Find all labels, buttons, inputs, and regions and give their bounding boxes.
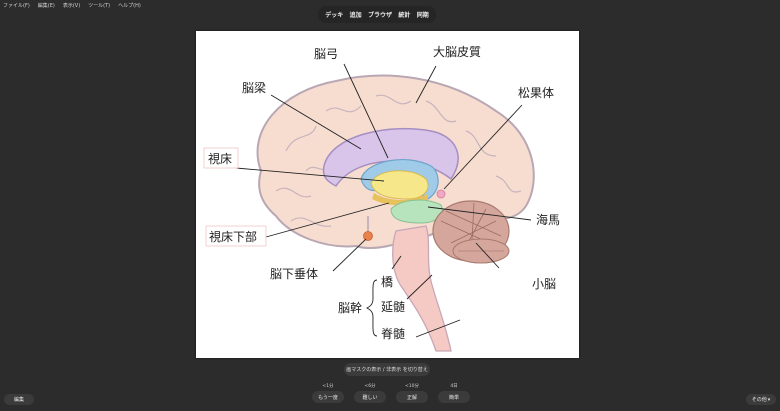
hard-button[interactable]: 難しい (354, 391, 386, 403)
brainstem-brace (365, 279, 378, 337)
hippocampus-shape (390, 199, 443, 224)
answer-buttons: <1分 もう一度 <6分 難しい <10分 正解 4日 簡単 (312, 383, 470, 403)
answer-good-interval: <10分 (405, 384, 419, 389)
answer-easy: 4日 簡単 (438, 383, 470, 403)
nav-add[interactable]: 追加 (349, 12, 362, 19)
menu-edit[interactable]: 編集(E) (37, 2, 55, 9)
menu-tools[interactable]: ツール(T) (88, 2, 111, 9)
label-pituitary: 脳下垂体 (270, 267, 318, 281)
label-medulla: 延髄 (381, 299, 405, 314)
label-thalamus: 視床 (208, 151, 232, 166)
thalamus-shape (370, 170, 429, 200)
brainstem-shape (392, 225, 452, 352)
more-label: その他 (751, 397, 767, 403)
label-cerebral-cortex: 大脳皮質 (433, 44, 481, 59)
label-brainstem: 脳幹 (338, 300, 362, 315)
label-thalamus-box (203, 147, 239, 169)
nav-stats[interactable]: 統計 (398, 12, 411, 19)
label-pineal-body: 松果体 (518, 86, 554, 100)
again-button[interactable]: もう一度 (312, 391, 344, 403)
answer-again: <1分 もう一度 (312, 383, 344, 403)
more-button[interactable]: その他 ▾ (746, 394, 776, 405)
label-hypothalamus: 視床下部 (209, 229, 257, 244)
edit-button[interactable]: 編集 (4, 394, 34, 405)
menu-view[interactable]: 表示(V) (62, 2, 81, 9)
pineal-body-shape (436, 189, 446, 199)
nav-sync[interactable]: 同期 (416, 12, 429, 19)
label-corpus-callosum: 脳梁 (242, 80, 266, 95)
chevron-down-icon: ▾ (767, 396, 771, 403)
answer-good: <10分 正解 (396, 383, 428, 403)
toggle-mask-button[interactable]: 画マスクの表示 / 非表示 を切り替え (344, 363, 430, 376)
nav-decks[interactable]: デッキ (325, 12, 344, 19)
menu-help[interactable]: ヘルプ(H) (118, 2, 141, 9)
label-hippocampus: 海馬 (536, 212, 560, 227)
corpus-callosum-shape (322, 127, 459, 187)
easy-button[interactable]: 簡単 (438, 391, 470, 403)
answer-hard: <6分 難しい (354, 383, 386, 403)
label-cerebellum: 小脳 (532, 277, 556, 291)
brain-diagram: 脳弓 大脳皮質 脳梁 松果体 視床 海馬 視床下部 脳下垂体 小脳 橋 脳幹 延… (203, 44, 560, 352)
answer-easy-interval: 4日 (450, 384, 458, 389)
menu-file[interactable]: ファイル(F) (3, 2, 30, 9)
answer-again-interval: <1分 (322, 384, 334, 389)
pituitary-shape (363, 231, 373, 241)
menu-bar: ファイル(F) 編集(E) 表示(V) ツール(T) ヘルプ(H) (0, 0, 780, 10)
label-spinal-cord: 脊髄 (381, 326, 405, 341)
answer-hard-interval: <6分 (364, 384, 376, 389)
label-hypothalamus-box (205, 225, 267, 247)
nav-browse[interactable]: ブラウザ (367, 12, 392, 19)
label-pons: 橋 (381, 275, 393, 289)
cerebellum-shape (432, 200, 510, 264)
label-fornix: 脳弓 (314, 47, 338, 61)
card-image-brain-diagram: 脳弓 大脳皮質 脳梁 松果体 視床 海馬 視床下部 脳下垂体 小脳 橋 脳幹 延… (196, 31, 579, 358)
top-navigation: デッキ 追加 ブラウザ 統計 同期 (318, 6, 436, 23)
good-button[interactable]: 正解 (396, 391, 428, 403)
